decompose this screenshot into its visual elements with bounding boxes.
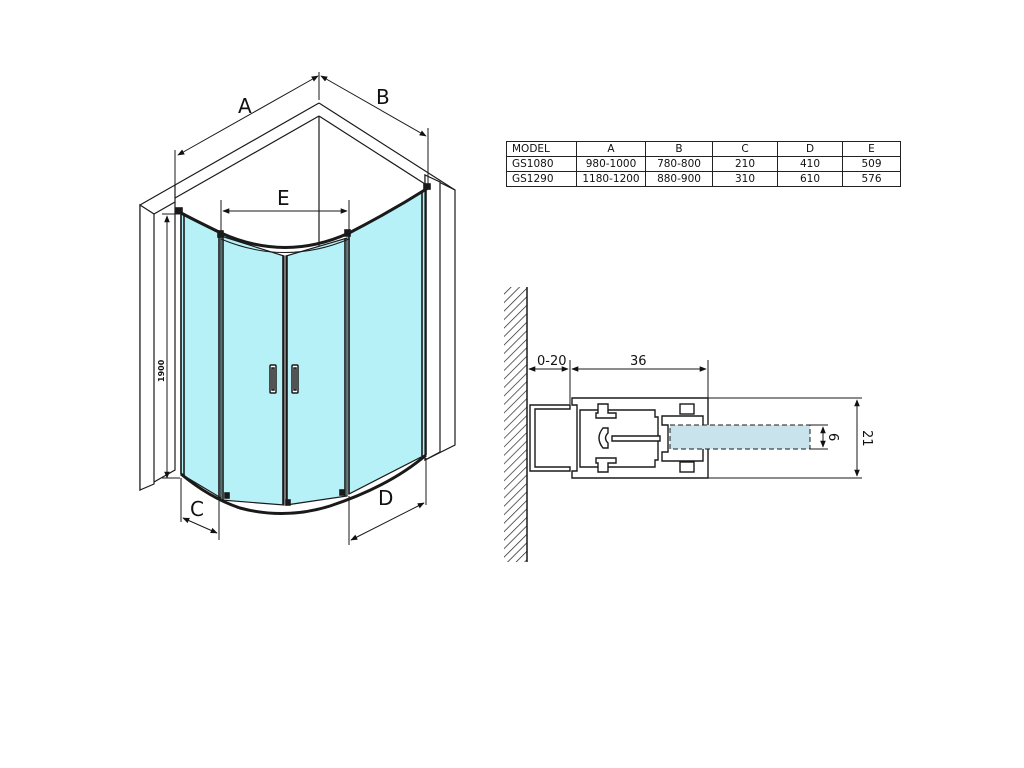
enclosure-labels: A B E C D 1900 bbox=[157, 85, 393, 521]
header-a: A bbox=[576, 141, 646, 157]
glass-door-left bbox=[220, 235, 285, 506]
cell-a: 980-1000 bbox=[576, 156, 646, 172]
label-height: 1900 bbox=[157, 359, 166, 382]
enclosure-drawing bbox=[139, 102, 456, 515]
glass-door-right bbox=[285, 237, 348, 506]
header-d: D bbox=[777, 141, 843, 157]
dim-glass: 6 bbox=[825, 433, 840, 441]
cell-c: 210 bbox=[712, 156, 778, 172]
glass-section bbox=[669, 424, 811, 450]
label-e: E bbox=[277, 186, 290, 210]
right-wall bbox=[424, 174, 456, 461]
wall-profile bbox=[529, 404, 571, 472]
cell-d: 610 bbox=[777, 171, 843, 187]
door-handles bbox=[269, 364, 299, 394]
header-c: C bbox=[712, 141, 778, 157]
dim-height: 21 bbox=[859, 430, 874, 447]
cell-b: 880-900 bbox=[645, 171, 713, 187]
label-c: C bbox=[190, 497, 204, 521]
table-header-row: MODEL A B C D E bbox=[506, 141, 901, 157]
label-a: A bbox=[238, 94, 252, 118]
label-d: D bbox=[378, 486, 393, 510]
spec-table: MODEL A B C D E GS1080 980-1000 780-800 … bbox=[506, 141, 901, 187]
cell-e: 509 bbox=[842, 156, 901, 172]
handle-left bbox=[269, 364, 277, 394]
left-wall bbox=[139, 183, 176, 492]
label-b: B bbox=[376, 85, 390, 109]
cell-b: 780-800 bbox=[645, 156, 713, 172]
header-b: B bbox=[645, 141, 713, 157]
frame bbox=[175, 183, 431, 515]
header-model: MODEL bbox=[506, 141, 577, 157]
table-row: GS1080 980-1000 780-800 210 410 509 bbox=[506, 156, 901, 172]
enclosure-dimensions bbox=[162, 72, 429, 545]
cell-model: GS1080 bbox=[506, 156, 577, 172]
profile-cross-section: 0-20 36 21 6 bbox=[504, 287, 874, 562]
cell-a: 1180-1200 bbox=[576, 171, 646, 187]
handle-right bbox=[291, 364, 299, 394]
glass-panel-right-fixed bbox=[348, 188, 426, 495]
dim-width: 36 bbox=[630, 354, 647, 369]
cell-e: 576 bbox=[842, 171, 901, 187]
header-e: E bbox=[842, 141, 901, 157]
glass-panel-left-fixed bbox=[180, 213, 222, 500]
cell-c: 310 bbox=[712, 171, 778, 187]
table-row: GS1290 1180-1200 880-900 310 610 576 bbox=[506, 171, 901, 187]
dim-gap: 0-20 bbox=[537, 354, 567, 369]
wall-hatch bbox=[504, 287, 527, 562]
cell-d: 410 bbox=[777, 156, 843, 172]
cell-model: GS1290 bbox=[506, 171, 577, 187]
